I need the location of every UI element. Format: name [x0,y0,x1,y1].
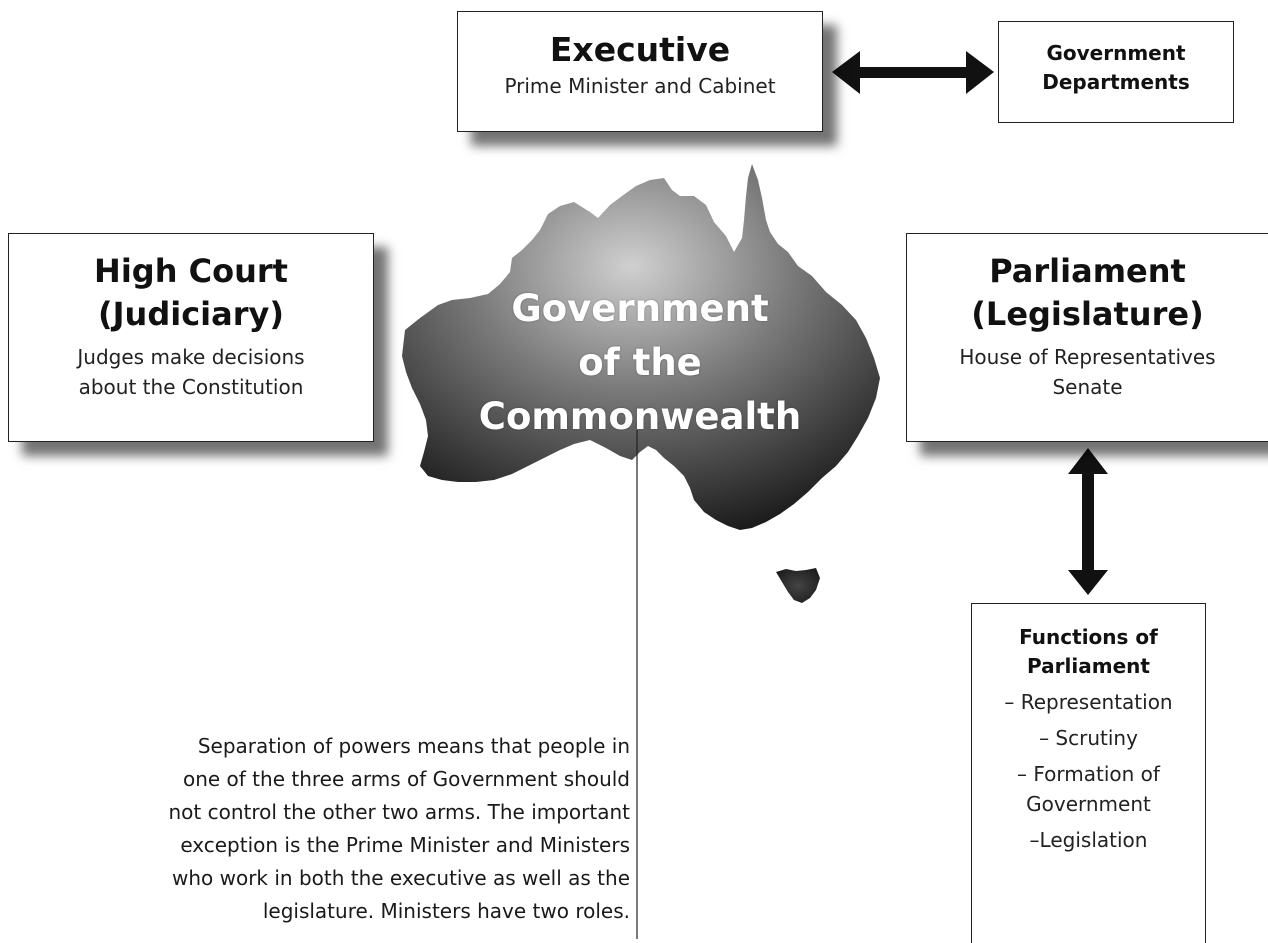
separation-line: who work in both the executive as well a… [171,866,630,890]
high-court-desc-line-2: about the Constitution [78,375,304,399]
executive-title: Executive [549,30,731,69]
executive-box: Executive Prime Minister and Cabinet [457,11,823,132]
parliament-box: Parliament (Legislature) House of Repres… [906,233,1268,442]
map-title-line-3: Commonwealth [478,395,802,438]
function-item: – Formation of Government [1017,762,1160,816]
parliament-title-line-1: Parliament [989,252,1186,290]
separation-line: not control the other two arms. The impo… [168,800,630,824]
separation-line: one of the three arms of Government shou… [182,767,630,791]
separation-line: legislature. Ministers have two roles. [262,899,630,923]
executive-subtitle: Prime Minister and Cabinet [504,74,776,98]
map-title-line-2: of the [578,341,702,384]
map-title: Government of the Commonwealth [440,282,840,444]
map-title-line-1: Government [511,287,769,330]
separation-line: Separation of powers means that people i… [197,734,630,758]
parliament-title-line-2: (Legislature) [971,295,1204,333]
parliament-description: House of Representatives Senate [907,342,1268,402]
functions-title: Functions of Parliament [972,623,1205,681]
high-court-desc-line-1: Judges make decisions [77,345,305,369]
parliament-desc-line-2: Senate [1052,375,1123,399]
departments-title: Government Departments [999,39,1233,97]
parliament-functions-arrow [1068,448,1108,595]
departments-line-1: Government [1046,41,1186,65]
tasmania-map-icon [776,568,820,603]
functions-title-line-1: Functions of [1019,625,1158,649]
high-court-title-line-1: High Court [94,252,288,290]
functions-box: Functions of Parliament – Representation… [971,603,1206,943]
separation-of-powers-text: Separation of powers means that people i… [20,730,630,928]
high-court-box: High Court (Judiciary) Judges make decis… [8,233,374,442]
departments-box: Government Departments [998,21,1234,123]
high-court-title: High Court (Judiciary) [9,250,373,336]
function-item: – Representation [1004,690,1173,714]
parliament-desc-line-1: House of Representatives [959,345,1216,369]
functions-title-line-2: Parliament [1027,654,1150,678]
function-item: –Legislation [1029,828,1148,852]
high-court-title-line-2: (Judiciary) [98,295,284,333]
separation-line: exception is the Prime Minister and Mini… [180,833,630,857]
high-court-description: Judges make decisions about the Constitu… [9,342,373,402]
departments-line-2: Departments [1042,70,1190,94]
parliament-title: Parliament (Legislature) [907,250,1268,336]
australia-map-icon [402,164,880,530]
function-item: – Scrutiny [1039,726,1138,750]
executive-departments-arrow [832,51,994,94]
